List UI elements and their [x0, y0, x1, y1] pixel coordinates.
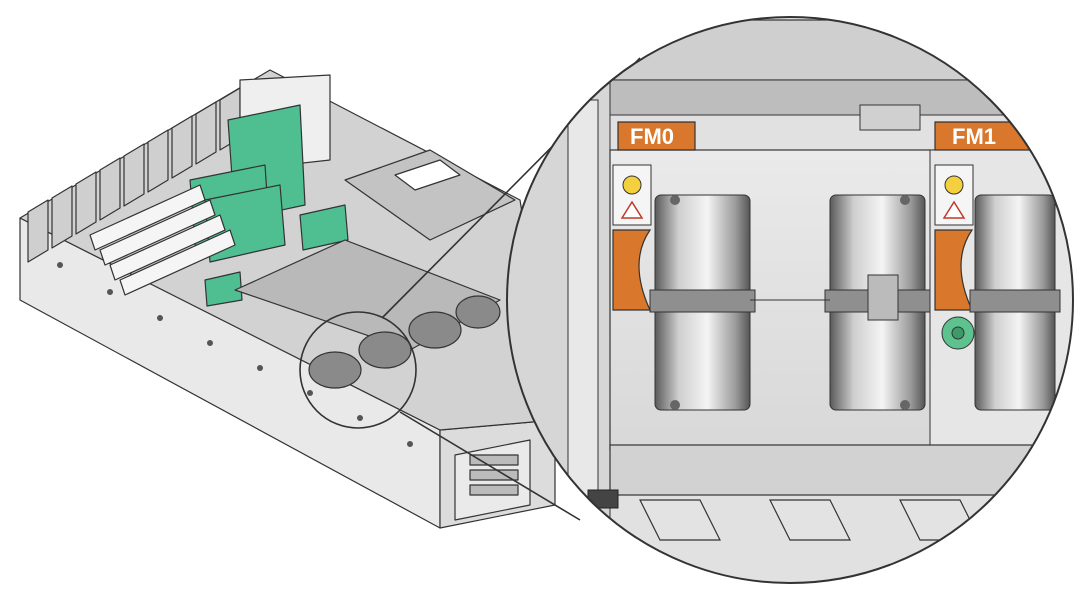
drive-bays: [454, 439, 531, 521]
fan-module-1[interactable]: FM1: [929, 121, 1080, 446]
server-chassis: [19, 69, 556, 529]
top-latch-notch: [859, 104, 921, 131]
connector: [587, 489, 619, 509]
zoom-circle-outline: [506, 16, 1074, 584]
side-holes: [57, 262, 413, 447]
fm0-label: FM0: [630, 124, 674, 149]
callout-circle: [299, 311, 417, 429]
bottom-frame: [639, 499, 981, 541]
fm1-label: FM1: [952, 124, 996, 149]
leader-line-bottom: [399, 411, 581, 521]
memory-slots: [89, 184, 236, 296]
bottom-tray: [609, 444, 1073, 496]
chassis-fan-row: [308, 295, 501, 389]
fan-module-0[interactable]: FM0: [612, 121, 931, 411]
pcie-slot-brackets: [27, 87, 241, 263]
status-led-icon: [944, 175, 964, 195]
white-label: [394, 159, 461, 191]
fm0-label-tab: FM0: [617, 121, 696, 151]
status-led-icon: [622, 175, 642, 195]
chassis-top-rail: [507, 19, 1073, 81]
warning-triangle-icon: [620, 200, 644, 219]
fm0-fan-left: [649, 194, 756, 411]
fm1-label-tab: FM1: [934, 121, 1031, 151]
air-duct-top: [344, 149, 516, 241]
zoom-view: FM0 FM1: [507, 17, 1080, 583]
fm0-release-latch[interactable]: [612, 229, 652, 311]
warning-triangle-icon: [942, 200, 966, 219]
